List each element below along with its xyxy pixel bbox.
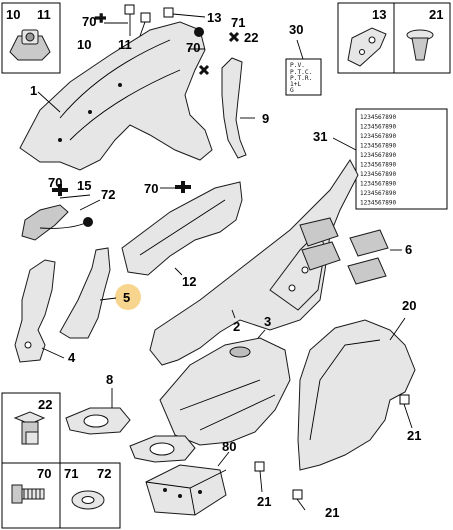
tag30-line-2: P.T.C. <box>290 69 312 76</box>
top-fastener-leaders <box>94 4 240 76</box>
callout-1: 1 <box>30 83 37 98</box>
plate31-row-6: 1234567890 <box>360 162 397 169</box>
callout-15: 15 <box>77 178 91 193</box>
tag30-line-5: G <box>290 87 294 94</box>
tag30-line-4: 1+L <box>290 81 301 88</box>
plate31-row-1: 1234567890 <box>360 114 397 121</box>
callout-71-top: 71 <box>231 15 245 30</box>
callout-30: 30 <box>289 22 303 37</box>
part-6-brackets[interactable] <box>299 217 402 285</box>
part-5-reinforcement[interactable] <box>59 247 141 339</box>
plate31-row-5: 1234567890 <box>360 152 397 159</box>
plate31-row-7: 1234567890 <box>360 171 397 178</box>
callout-5-highlight <box>115 284 141 310</box>
inset-top-left-label-10: 10 <box>6 7 20 22</box>
tag30-line-1: P.V. <box>290 62 305 69</box>
callout-70-mid: 70 <box>186 40 200 55</box>
callout-2: 2 <box>233 319 240 334</box>
callout-80: 80 <box>222 439 236 454</box>
part-3-strut-tower[interactable] <box>159 329 291 446</box>
part-31-label-plate[interactable]: 1234567890 1234567890 1234567890 1234567… <box>332 108 448 210</box>
part-4-lower-pillar[interactable] <box>14 259 65 363</box>
callout-70-left: 70 <box>48 175 62 190</box>
part-80-connector-block[interactable] <box>145 451 230 516</box>
callout-21-right: 21 <box>407 428 421 443</box>
inset-top-right[interactable] <box>337 2 451 74</box>
part-1-wing-panel[interactable] <box>19 21 213 171</box>
plate31-row-10: 1234567890 <box>360 200 397 207</box>
inset-bottom-label-22: 22 <box>38 397 52 412</box>
callout-21-bottom-right: 21 <box>325 505 339 520</box>
callout-70-top: 70 <box>82 14 96 29</box>
callout-8: 8 <box>106 372 113 387</box>
part-8-mount-plates[interactable] <box>65 388 196 463</box>
callout-10-top: 10 <box>77 37 91 52</box>
inset-bottom-label-71: 71 <box>64 466 78 481</box>
inset-bottom-label-70: 70 <box>37 466 51 481</box>
callout-5: 5 <box>123 290 130 305</box>
inset-bottom-22[interactable] <box>1 392 61 464</box>
plate31-row-4: 1234567890 <box>360 143 397 150</box>
callout-9: 9 <box>262 111 269 126</box>
callout-6: 6 <box>405 242 412 257</box>
callout-20: 20 <box>402 298 416 313</box>
inset-top-left-label-11: 11 <box>37 7 51 22</box>
callout-21-bottom-left: 21 <box>257 494 271 509</box>
callout-22-top: 22 <box>244 30 258 45</box>
callout-4: 4 <box>68 350 76 365</box>
callout-70-right: 70 <box>144 181 158 196</box>
callout-11-top: 11 <box>118 37 132 52</box>
callout-31: 31 <box>313 129 327 144</box>
part-20-arch-liner[interactable] <box>254 317 416 511</box>
part-30-label-tag[interactable]: P.V. P.T.C. P.T.R. 1+L G <box>285 39 322 96</box>
part-15-sensor-harness[interactable] <box>21 184 101 241</box>
inset-bottom-triple[interactable] <box>1 462 121 529</box>
plate31-row-3: 1234567890 <box>360 133 397 140</box>
inset-top-left[interactable] <box>1 2 61 74</box>
callout-12: 12 <box>182 274 196 289</box>
callout-13-top: 13 <box>207 10 221 25</box>
part-12-inner-beam[interactable] <box>121 181 243 276</box>
inset-bottom-label-72: 72 <box>97 466 111 481</box>
plate31-row-8: 1234567890 <box>360 181 397 188</box>
inset-top-right-label-21: 21 <box>429 7 443 22</box>
tag30-line-3: P.T.R. <box>290 75 312 82</box>
plate31-row-2: 1234567890 <box>360 124 397 131</box>
plate31-row-9: 1234567890 <box>360 190 397 197</box>
callout-72: 72 <box>101 187 115 202</box>
callout-3: 3 <box>264 314 271 329</box>
inset-top-right-label-13: 13 <box>372 7 386 22</box>
part-9-pillar-strip[interactable] <box>221 57 255 159</box>
